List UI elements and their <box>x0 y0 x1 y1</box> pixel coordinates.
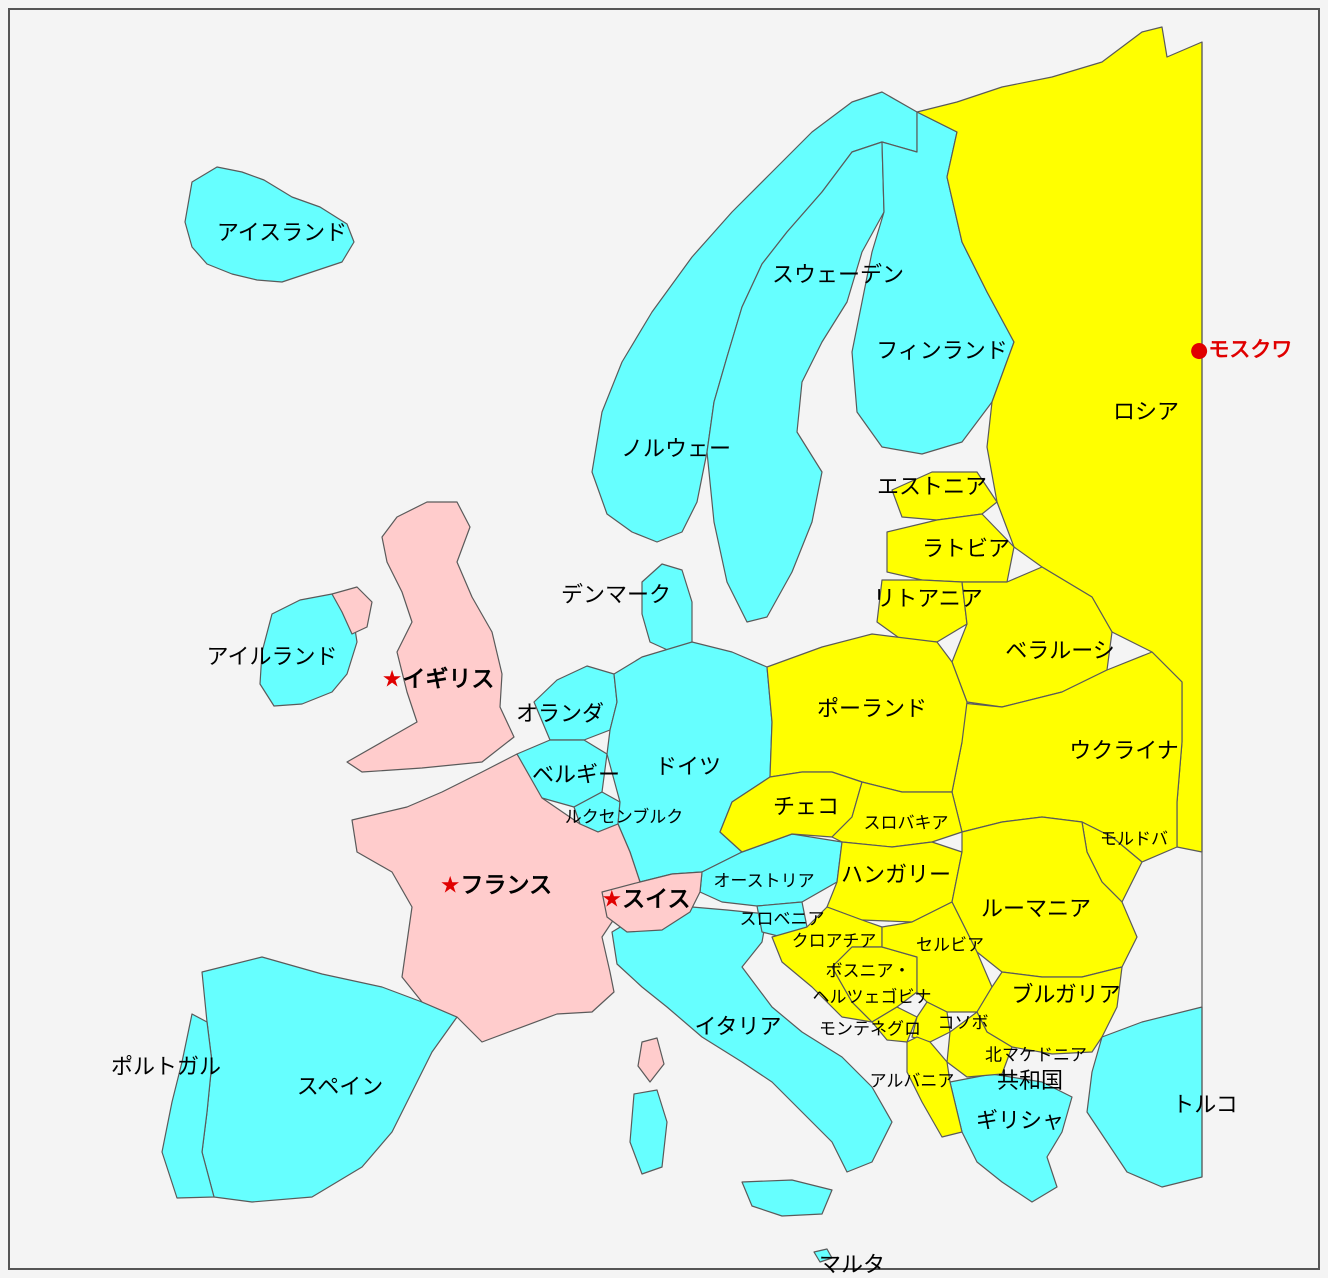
label-denmark: デンマーク <box>560 583 672 608</box>
label-north-macedonia-line2: 共和国 <box>996 1069 1064 1094</box>
label-france-starred: ★フランス <box>439 872 553 899</box>
country-italy <box>611 906 893 1173</box>
label-austria: オーストリア <box>713 871 815 892</box>
label-czech: チェコ <box>772 795 840 820</box>
label-estonia: エストニア <box>876 475 988 500</box>
country-iceland <box>184 166 355 283</box>
country-switzerland <box>601 871 703 933</box>
country-portugal <box>161 1013 215 1199</box>
label-malta: マルタ <box>818 1253 886 1278</box>
country-uk <box>346 501 515 773</box>
country-uk-northern-ireland <box>331 586 373 635</box>
label-bosnia-line2: ヘルツェゴビナ <box>812 987 932 1008</box>
label-latvia: ラトビア <box>921 537 1011 562</box>
label-serbia: セルビア <box>916 935 984 956</box>
island-sicily <box>741 1179 833 1217</box>
label-bosnia-line1: ボスニア・ <box>825 961 911 982</box>
label-poland: ポーランド <box>816 697 928 722</box>
country-montenegro <box>871 1006 918 1043</box>
star-marker-icon: ★ <box>439 872 461 899</box>
label-norway: ノルウェー <box>620 437 732 462</box>
country-north-macedonia <box>946 1011 1013 1078</box>
label-switzerland-starred: ★スイス <box>601 886 691 913</box>
island-sardinia <box>629 1089 668 1175</box>
label-lithuania: リトアニア <box>873 587 983 612</box>
label-iceland: アイスランド <box>216 221 348 246</box>
label-greece: ギリシャ <box>975 1109 1065 1134</box>
label-kosovo: コソボ <box>937 1013 989 1034</box>
country-turkey <box>1086 1006 1203 1188</box>
label-belarus: ベラルーシ <box>1005 639 1115 664</box>
country-denmark <box>641 563 693 653</box>
label-netherlands: オランダ <box>515 702 605 727</box>
star-marker-icon: ★ <box>601 886 623 913</box>
island-malta <box>813 1248 833 1263</box>
label-ukraine: ウクライナ <box>1069 739 1179 764</box>
label-spain: スペイン <box>296 1075 384 1100</box>
label-romania: ルーマニア <box>980 897 1092 922</box>
country-greece <box>949 1073 1073 1203</box>
label-north-macedonia-line1: 北マケドニア <box>985 1045 1087 1066</box>
country-lithuania <box>876 579 968 643</box>
country-sweden <box>706 141 885 623</box>
country-slovakia <box>831 781 963 848</box>
capital-dot-icon: ● <box>1190 337 1209 362</box>
label-belgium: ベルギー <box>531 763 621 788</box>
label-turkey: トルコ <box>1172 1093 1238 1118</box>
label-portugal: ポルトガル <box>110 1055 222 1080</box>
label-germany: ドイツ <box>654 755 722 780</box>
label-slovenia: スロベニア <box>739 909 825 930</box>
label-montenegro: モンテネグロ <box>819 1019 921 1040</box>
country-albania <box>906 1036 963 1138</box>
country-estonia <box>891 471 998 521</box>
label-moldova: モルドバ <box>1100 829 1168 850</box>
country-france <box>351 753 641 1043</box>
label-russia: ロシア <box>1112 400 1180 425</box>
label-finland: フィンランド <box>876 339 1008 364</box>
country-serbia <box>881 901 993 1013</box>
map-frame: アイスランド アイルランド スウェーデン フィンランド ロシア ノルウェー エス… <box>8 8 1320 1277</box>
country-ireland <box>259 593 358 707</box>
star-marker-icon: ★ <box>381 666 403 693</box>
label-bulgaria: ブルガリア <box>1011 983 1121 1008</box>
label-italy: イタリア <box>694 1015 782 1040</box>
label-sweden: スウェーデン <box>771 263 905 288</box>
label-uk-starred: ★イギリス <box>381 666 495 693</box>
label-capital-moscow: ●モスクワ <box>1190 337 1293 362</box>
label-luxembourg: ルクセンブルク <box>564 807 684 828</box>
label-slovakia: スロバキア <box>863 813 949 834</box>
island-corsica <box>637 1037 665 1083</box>
europe-map <box>161 26 1203 1263</box>
label-ireland: アイルランド <box>206 645 338 670</box>
label-croatia: クロアチア <box>791 931 877 952</box>
label-hungary: ハンガリー <box>840 863 952 888</box>
label-albania: アルバニア <box>869 1071 955 1092</box>
